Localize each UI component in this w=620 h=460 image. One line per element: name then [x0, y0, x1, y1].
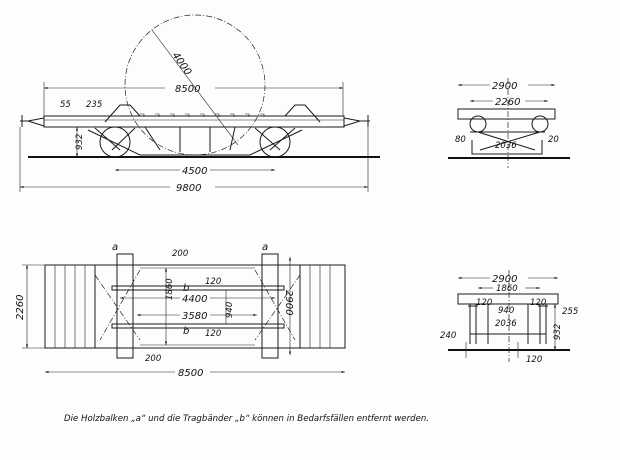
label-a-right: a: [262, 242, 268, 253]
dim-8500: 8500: [178, 368, 203, 379]
dim-240: 240: [440, 331, 456, 341]
end-view-bottom: 2900 1860 120 120 940 255 2036 932 240 1…: [440, 270, 578, 365]
dim-120-top: 120: [205, 277, 221, 287]
beam-a-right: [261, 253, 279, 359]
buffers: [20, 115, 370, 127]
dim-20: 20: [548, 135, 559, 145]
dim-overall: 9800: [176, 183, 201, 194]
end-view-top: 2900 2260 80 20 2036: [448, 78, 570, 168]
dim-120-bottom-b: 120: [526, 355, 542, 365]
dim-length: 8500: [175, 84, 200, 95]
dim-width-inner-b: 1860: [496, 284, 518, 294]
dim-2900: 2900: [283, 290, 294, 315]
dim-932: 932: [553, 324, 563, 340]
label-b-bottom: b: [183, 326, 189, 337]
dim-2260: 2260: [15, 295, 26, 320]
wheel-left: [99, 126, 131, 158]
dim-track-b: 2036: [495, 319, 517, 329]
dim-235: 235: [86, 100, 102, 110]
dim-940: 940: [225, 302, 235, 318]
dim-track: 2036: [495, 141, 517, 151]
dim-120-left: 120: [476, 298, 492, 308]
dim-radius: 4000: [170, 50, 194, 77]
dim-width-inner: 2260: [495, 97, 520, 108]
load-circle: [124, 14, 266, 156]
caption: Die Holzbalken „a“ und die Tragbänder „b…: [64, 414, 430, 424]
dim-1860: 1860: [165, 278, 175, 300]
dim-3580: 3580: [182, 311, 207, 322]
beam-a-left: [116, 253, 134, 359]
side-view: 4000 8500 55 235 932 4500 9800: [19, 14, 380, 194]
strap-b-bottom: [111, 323, 285, 329]
dim-940-b: 940: [498, 306, 514, 316]
dim-80: 80: [455, 135, 466, 145]
dim-200-top: 200: [172, 249, 188, 259]
dim-55: 55: [60, 100, 71, 110]
dim-height: 932: [75, 134, 85, 150]
radius-line: [151, 29, 239, 146]
wheel-right: [259, 126, 291, 158]
label-a-left: a: [112, 242, 118, 253]
strap-b-top: [111, 285, 285, 291]
dim-255: 255: [562, 307, 578, 317]
dim-4400: 4400: [182, 294, 207, 305]
dim-120-bottom: 120: [205, 329, 221, 339]
plan-view: a a 200 200 120 120 b b 4400 3580 1860 9…: [15, 242, 346, 379]
dim-200-bottom: 200: [145, 354, 161, 364]
dim-width-outer-b: 2900: [492, 274, 517, 285]
dim-width-outer: 2900: [492, 81, 517, 92]
dim-120-right: 120: [530, 298, 546, 308]
planks-right: [299, 264, 346, 349]
frame-plan: [94, 264, 301, 349]
truss: [87, 104, 321, 156]
dim-wheelbase: 4500: [182, 166, 207, 177]
label-b-top: b: [183, 283, 189, 294]
frame: [43, 115, 345, 128]
planks-left: [44, 264, 96, 349]
